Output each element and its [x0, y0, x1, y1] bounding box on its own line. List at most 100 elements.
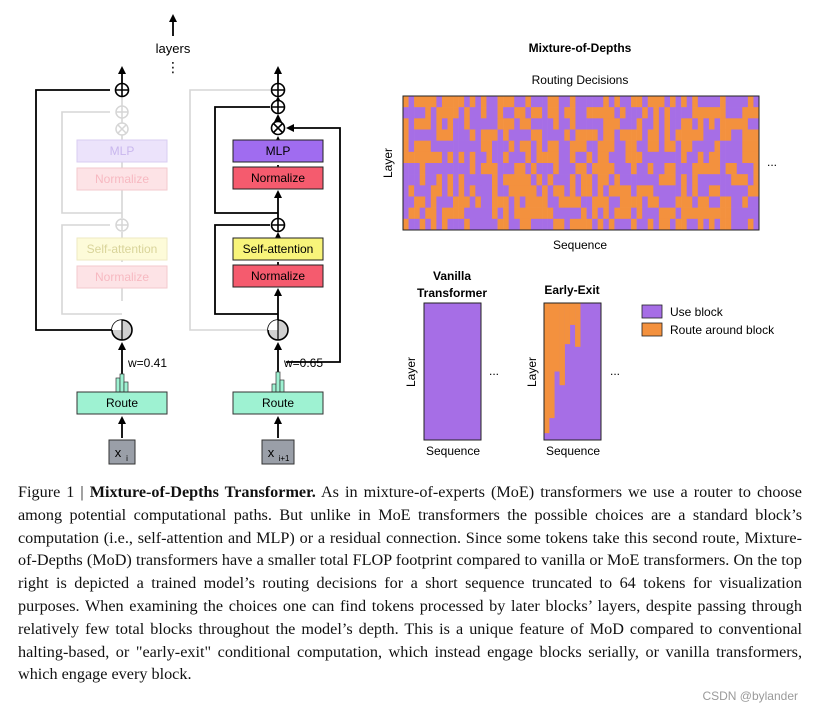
right-stack: Normalize Self-attention Normalize MLP	[189, 66, 341, 465]
heatmap-cell	[592, 196, 598, 208]
vanilla-title-line1: Vanilla	[433, 269, 471, 283]
heatmap-cell	[564, 207, 571, 220]
heatmap-cell	[547, 196, 554, 208]
heatmap-cell	[403, 218, 409, 231]
heatmap-cell	[564, 96, 571, 108]
figure-canvas: layers ⋮ Normalize Self-attention Normal…	[35, 14, 777, 465]
heatmap-cell	[720, 185, 726, 197]
heatmap-cell	[736, 129, 743, 141]
heatmap-cell	[525, 218, 532, 231]
heatmap-cell	[480, 151, 487, 164]
heatmap-cell	[681, 207, 687, 220]
heatmap-cell	[581, 174, 587, 186]
heatmap-cell	[653, 174, 660, 186]
heatmap-cell	[658, 218, 665, 231]
heatmap-cell	[519, 129, 526, 141]
heatmap-cell	[480, 174, 487, 186]
heatmap-cell	[553, 163, 560, 175]
caption-title: Mixture-of-Depths Transformer.	[89, 483, 316, 501]
heatmap-cell	[436, 118, 443, 130]
heatmap-cell	[469, 163, 476, 175]
heatmap-cell	[403, 207, 409, 220]
heatmap-cell	[619, 107, 626, 119]
heatmap-cell	[614, 151, 621, 164]
svg-text:Route: Route	[106, 396, 138, 410]
heatmap-cell	[619, 185, 626, 197]
heatmap-cell	[441, 174, 448, 186]
heatmap-cell	[492, 185, 498, 197]
heatmap-cell	[592, 185, 598, 197]
heatmap-cell	[697, 129, 704, 141]
heatmap-cell	[536, 118, 543, 130]
heatmap-cell	[686, 140, 693, 153]
heatmap-cell	[453, 163, 459, 175]
heatmap-cell	[530, 151, 537, 164]
heatmap-cell	[747, 107, 754, 119]
heatmap-cell	[519, 96, 526, 108]
heatmap-cell	[414, 151, 420, 164]
heatmap-cell	[653, 196, 660, 208]
heatmap-cell	[419, 151, 426, 164]
heatmap-cell	[636, 151, 643, 164]
heatmap-cell	[670, 151, 676, 164]
heatmap-cell	[492, 118, 498, 130]
heatmap-cell	[575, 151, 582, 164]
heatmap-cell	[658, 151, 665, 164]
heatmap-cell	[564, 129, 571, 141]
left-normalize-top: Normalize	[76, 167, 168, 191]
heatmap-cell	[631, 207, 637, 220]
heatmap-cell	[619, 118, 626, 130]
heatmap-cell	[547, 140, 554, 153]
heatmap-cell	[603, 185, 610, 197]
heatmap-cell	[425, 218, 432, 231]
svg-text:Self-attention: Self-attention	[243, 242, 314, 256]
heatmap-cell	[675, 96, 682, 108]
heatmap-cell	[514, 174, 521, 186]
heatmap-cell	[703, 129, 710, 141]
heatmap-cell	[553, 151, 560, 164]
heatmap-cell	[670, 129, 676, 141]
heatmap-cell	[708, 174, 715, 186]
heatmap-cell	[708, 118, 715, 130]
heatmap-cell	[469, 207, 476, 220]
heatmap-cell	[714, 129, 721, 141]
heatmap-cell	[581, 218, 587, 231]
heatmap-cell	[592, 151, 598, 164]
heatmap-cell	[731, 218, 738, 231]
heatmap-cell	[742, 185, 749, 197]
right-normalize-top: Normalize	[232, 166, 324, 190]
heatmap-cell	[586, 118, 593, 130]
heatmap-cell	[486, 151, 493, 164]
vanilla-panel: Vanilla Transformer Layer Sequence ...	[404, 269, 499, 458]
heatmap-cell	[414, 140, 420, 153]
heatmap-cell	[625, 185, 632, 197]
heatmap-cell	[597, 118, 604, 130]
heatmap-cell	[453, 174, 459, 186]
heatmap-cell	[686, 174, 693, 186]
heatmap-cell	[636, 174, 643, 186]
heatmap-cell	[597, 174, 604, 186]
heatmap-cell	[542, 96, 548, 108]
heatmap-cell	[503, 151, 509, 164]
heatmap-cell	[553, 129, 560, 141]
heatmap-cell	[514, 218, 521, 231]
heatmap-cell	[403, 107, 409, 119]
heatmap-cell	[619, 163, 626, 175]
heatmap-cell	[414, 163, 420, 175]
heatmap-cell	[597, 207, 604, 220]
heatmap-cell	[519, 207, 526, 220]
heatmap-cell	[653, 218, 660, 231]
heatmap-cell	[581, 163, 587, 175]
heatmap-cell	[664, 196, 671, 208]
layers-indicator: layers ⋮	[156, 14, 191, 75]
heatmap-cell	[742, 196, 749, 208]
heatmap-cell	[508, 107, 515, 119]
heatmap-cell	[469, 185, 476, 197]
heatmap-cell	[631, 118, 637, 130]
heatmap-cell	[619, 174, 626, 186]
heatmap-cell	[625, 218, 632, 231]
heatmap-cell	[430, 129, 437, 141]
heatmap-cell	[436, 151, 443, 164]
svg-text:Normalize: Normalize	[251, 171, 305, 185]
heatmap-cell	[714, 118, 721, 130]
